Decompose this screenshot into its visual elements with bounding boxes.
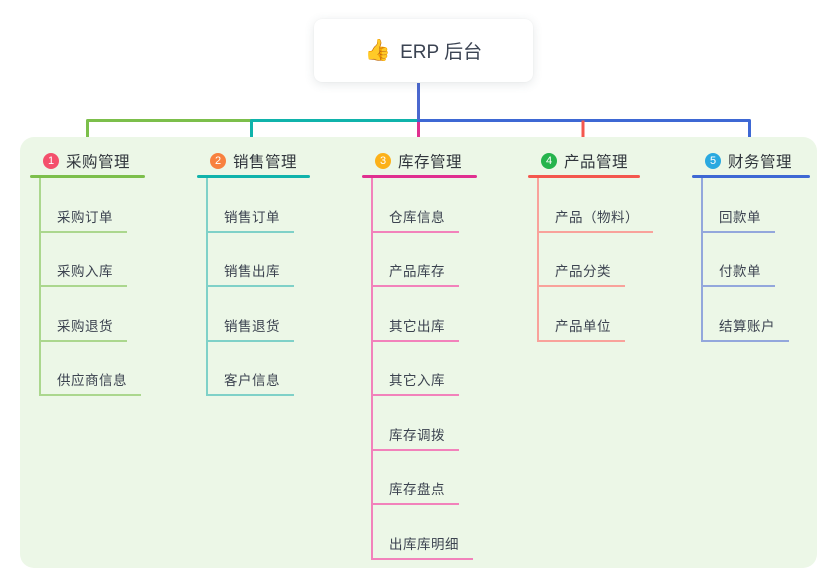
child-node[interactable]: 产品（物料） [537,178,653,233]
branch-index-badge: 5 [705,152,721,169]
root-node[interactable]: 👍 ERP 后台 [314,19,533,82]
child-node[interactable]: 结算账户 [701,287,810,342]
child-node[interactable]: 仓库信息 [371,178,477,233]
child-node-label: 付款单 [701,260,775,287]
child-node[interactable]: 销售出库 [206,233,310,287]
child-node[interactable]: 其它出库 [371,287,477,342]
child-node-label: 采购退货 [39,315,127,342]
branch-children: 采购订单采购入库采购退货供应商信息 [39,178,145,396]
branch-4: 4 产品管理产品（物料） 产品分类产品单位 [528,146,653,342]
branch-5: 5 财务管理回款单付款单结算账户 [692,146,810,342]
branch-underline [197,175,310,178]
branch-spine-line [39,178,41,395]
child-node-label: 库存盘点 [371,478,459,505]
branch-1: 1 采购管理采购订单采购入库采购退货供应商信息 [30,146,145,396]
branch-node[interactable]: 2 销售管理 [197,146,310,175]
child-node-label: 销售订单 [206,206,294,233]
child-node-label: 回款单 [701,206,775,233]
branch-index-badge: 2 [210,152,226,169]
child-node-label: 其它入库 [371,369,459,396]
branch-label: 财务管理 [728,153,793,171]
child-node[interactable]: 产品单位 [537,287,640,342]
branch-spine-line [701,178,703,341]
branch-children: 销售订单销售出库销售退货客户信息 [206,178,310,396]
branch-children: 仓库信息产品库存其它出库其它入库库存调拨库存盘点出库库明细 [371,178,477,560]
child-node[interactable]: 产品库存 [371,233,477,287]
child-node[interactable]: 产品分类 [537,233,640,287]
branch-index-badge: 4 [541,152,557,169]
branch-label: 采购管理 [66,153,131,171]
branch-underline [30,175,145,178]
child-node-label: 销售退货 [206,315,294,342]
child-node-label: 出库库明细 [371,533,473,560]
child-node-label: 产品单位 [537,315,625,342]
branch-node[interactable]: 1 采购管理 [30,146,145,175]
child-node[interactable]: 出库库明细 [371,505,477,560]
child-node-label: 采购入库 [39,260,127,287]
child-node-label: 客户信息 [206,369,294,396]
branch-node[interactable]: 3 库存管理 [362,146,477,175]
child-node-label: 销售出库 [206,260,294,287]
branch-spine-line [371,178,373,559]
child-node-label: 其它出库 [371,315,459,342]
branch-spine-line [206,178,208,395]
child-node-label: 产品（物料） [537,206,653,233]
child-node[interactable]: 库存盘点 [371,451,477,505]
branch-node[interactable]: 4 产品管理 [528,146,640,175]
branch-underline [528,175,640,178]
child-node-label: 库存调拨 [371,424,459,451]
child-node[interactable]: 回款单 [701,178,810,233]
child-node-label: 产品分类 [537,260,625,287]
branch-underline [362,175,477,178]
child-node[interactable]: 销售退货 [206,287,310,342]
child-node[interactable]: 其它入库 [371,342,477,396]
child-node[interactable]: 采购入库 [39,233,145,287]
branches-container [20,137,817,568]
branch-node[interactable]: 5 财务管理 [692,146,810,175]
branch-index-badge: 1 [43,152,59,169]
child-node[interactable]: 付款单 [701,233,810,287]
child-node-label: 供应商信息 [39,369,141,396]
branch-label: 销售管理 [233,153,298,171]
child-node[interactable]: 采购订单 [39,178,145,233]
child-node-label: 仓库信息 [371,206,459,233]
branch-children: 产品（物料） 产品分类产品单位 [537,178,653,342]
child-node-label: 采购订单 [39,206,127,233]
branch-3: 3 库存管理仓库信息产品库存其它出库其它入库库存调拨库存盘点出库库明细 [362,146,477,560]
child-node[interactable]: 客户信息 [206,342,310,396]
branch-label: 库存管理 [398,153,463,171]
child-node-label: 产品库存 [371,260,459,287]
thumbs-up-icon: 👍 [364,39,392,62]
root-node-label: ERP 后台 [400,42,483,63]
branch-index-badge: 3 [375,152,391,169]
child-node[interactable]: 销售订单 [206,178,310,233]
child-node[interactable]: 采购退货 [39,287,145,342]
child-node[interactable]: 供应商信息 [39,342,145,396]
branch-children: 回款单付款单结算账户 [701,178,810,342]
child-node-label: 结算账户 [701,315,789,342]
branch-underline [692,175,810,178]
child-node[interactable]: 库存调拨 [371,396,477,451]
branch-label: 产品管理 [564,153,629,171]
branch-2: 2 销售管理销售订单销售出库销售退货客户信息 [197,146,310,396]
branch-spine-line [537,178,539,341]
